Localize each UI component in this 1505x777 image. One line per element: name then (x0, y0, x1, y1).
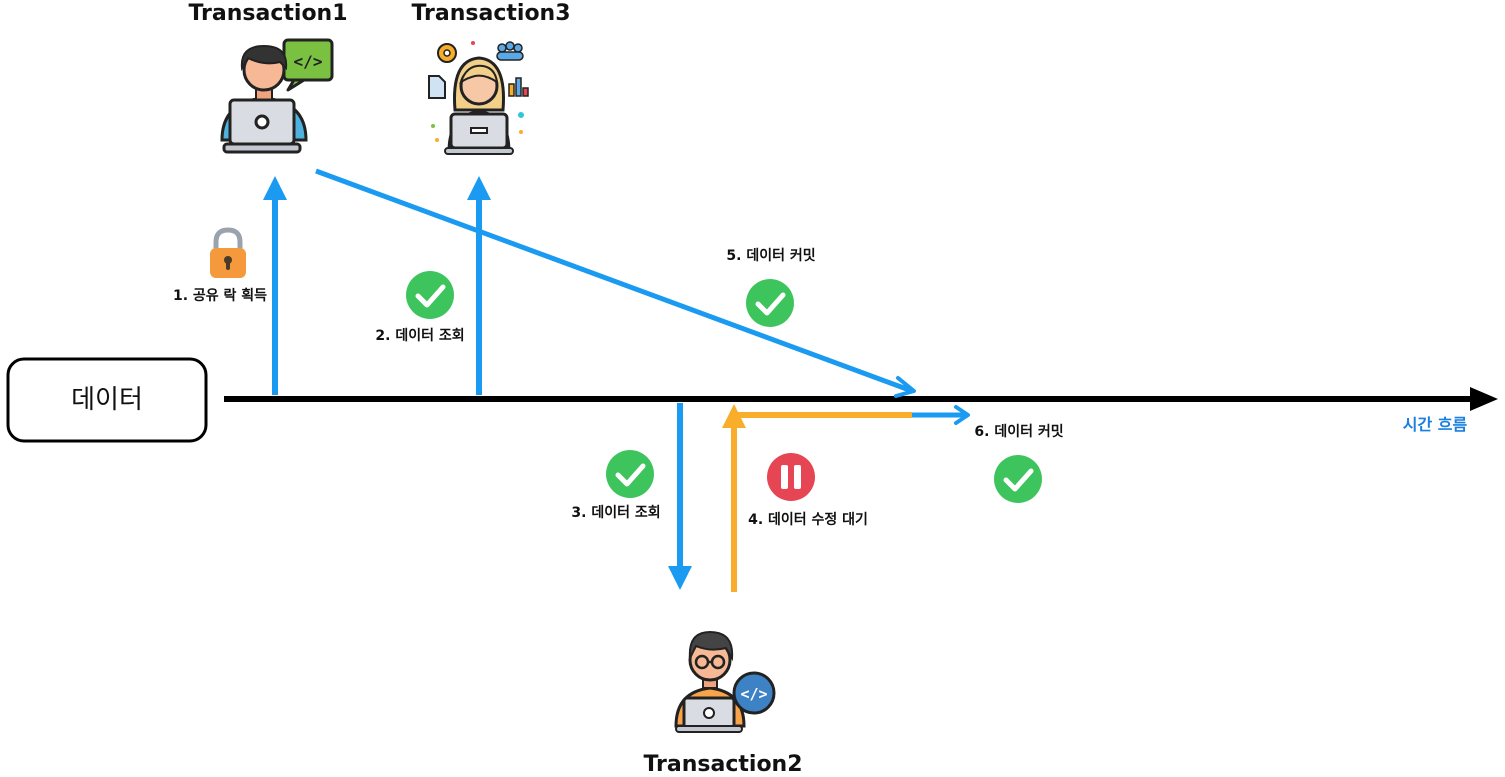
time-axis-arrowhead (1470, 387, 1498, 411)
svg-text:</>: </> (294, 52, 323, 71)
transaction3-label: Transaction3 (411, 1, 570, 26)
check-circle-icon (994, 455, 1042, 503)
transaction1-label: Transaction1 (188, 1, 347, 26)
step-3-label: 3. 데이터 조회 (571, 504, 660, 521)
step-2-label: 2. 데이터 조회 (375, 327, 464, 344)
svg-text:</>: </> (740, 685, 767, 703)
check-circle-icon (606, 450, 654, 498)
t2-read-arrowhead (668, 566, 692, 590)
transaction2-label: Transaction2 (643, 752, 802, 777)
step-6-label: 6. 데이터 커밋 (974, 423, 1063, 440)
step-4-label: 4. 데이터 수정 대기 (748, 511, 868, 528)
step-5-label: 5. 데이터 커밋 (726, 247, 815, 264)
time-flow-label: 시간 흐름 (1403, 415, 1468, 434)
data-box-label: 데이터 (71, 385, 143, 415)
step-1-label: 1. 공유 락 획득 (173, 287, 267, 304)
woman-laptop-dashboard-icon (428, 41, 529, 155)
pause-circle-icon (767, 453, 815, 501)
t1-commit-arrowhead (894, 376, 916, 398)
t1-commit-arrow (315, 168, 913, 394)
developer-laptop-code-icon: </> (220, 38, 334, 154)
check-circle-icon (406, 271, 454, 319)
t1-acquire-arrowhead (263, 176, 287, 200)
padlock-icon (210, 227, 246, 278)
data-box (6, 357, 208, 443)
t2-commit-arrowhead (954, 405, 970, 425)
t3-read-arrowhead (467, 176, 491, 200)
check-circle-icon (746, 279, 794, 327)
developer-glasses-laptop-icon: </> (674, 630, 776, 733)
